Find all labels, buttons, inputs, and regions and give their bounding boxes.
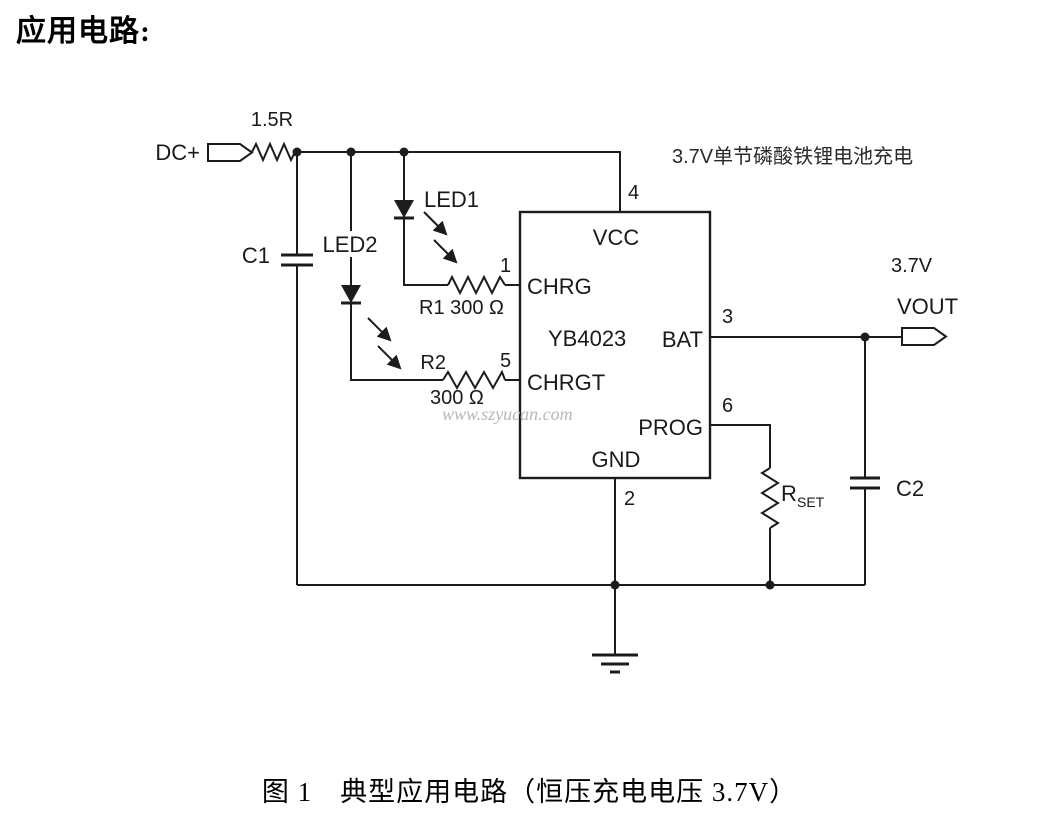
vout-connector xyxy=(901,327,948,346)
r1-label: R1 300 Ω xyxy=(419,297,504,319)
c1-label: C1 xyxy=(242,243,270,268)
junction-dot xyxy=(610,580,620,590)
c2-label: C2 xyxy=(896,476,924,501)
rset-label: R xyxy=(781,481,797,506)
led1-label: LED1 xyxy=(424,187,479,212)
page-title: 应用电路: xyxy=(16,15,151,48)
junction-dot xyxy=(765,580,775,590)
vout-label: VOUT xyxy=(897,294,958,319)
c1-capacitor xyxy=(281,253,313,267)
pin-1-number: 1 xyxy=(500,255,511,277)
junction-dot xyxy=(292,147,302,157)
rset-resistor xyxy=(760,467,780,529)
junction-dot xyxy=(860,332,870,342)
pin-5-number: 5 xyxy=(500,350,511,372)
pin-3-number: 3 xyxy=(722,306,733,328)
junction-dot xyxy=(346,147,356,157)
rset-subscript: SET xyxy=(797,494,825,510)
wires xyxy=(295,151,902,655)
input-resistor xyxy=(251,141,296,163)
wire xyxy=(710,424,771,468)
wire xyxy=(350,303,443,381)
input-resistor-label: 1.5R xyxy=(251,109,293,131)
pin-gnd-label: GND xyxy=(592,447,641,472)
label-backdrop xyxy=(318,231,382,257)
led1-diode xyxy=(394,200,458,264)
c2-capacitor xyxy=(850,476,880,490)
pin-vcc-label: VCC xyxy=(593,225,640,250)
r2-name-label: R2 xyxy=(420,352,446,374)
application-annotation: 3.7V单节磷酸铁锂电池充电 xyxy=(672,145,913,168)
pin-prog-label: PROG xyxy=(638,415,703,440)
pin-bat-label: BAT xyxy=(662,327,703,352)
pin-6-number: 6 xyxy=(722,395,733,417)
dc-connector xyxy=(207,143,254,162)
ic-body xyxy=(518,210,712,480)
r2-resistor xyxy=(442,369,506,391)
led2-diode xyxy=(341,285,402,370)
r2-value-label: 300 Ω xyxy=(430,387,484,409)
pin-2-number: 2 xyxy=(624,488,635,510)
led2-label: LED2 xyxy=(322,232,377,257)
ground-symbol xyxy=(592,653,638,674)
r1-resistor xyxy=(447,274,506,296)
pin-chrgt-label: CHRGT xyxy=(527,370,605,395)
vout-voltage-label: 3.7V xyxy=(891,255,933,277)
pin-chrg-label: CHRG xyxy=(527,274,592,299)
junction-dot xyxy=(399,147,409,157)
junction-dots xyxy=(292,147,870,590)
ic-name-label: YB4023 xyxy=(548,326,626,351)
figure-caption: 图 1 典型应用电路（恒压充电电压 3.7V） xyxy=(261,777,798,807)
watermark-text: www.szyucan.com xyxy=(442,404,573,424)
wire xyxy=(403,218,448,286)
dc-input-label: DC+ xyxy=(155,140,200,165)
pin-4-number: 4 xyxy=(628,182,639,204)
